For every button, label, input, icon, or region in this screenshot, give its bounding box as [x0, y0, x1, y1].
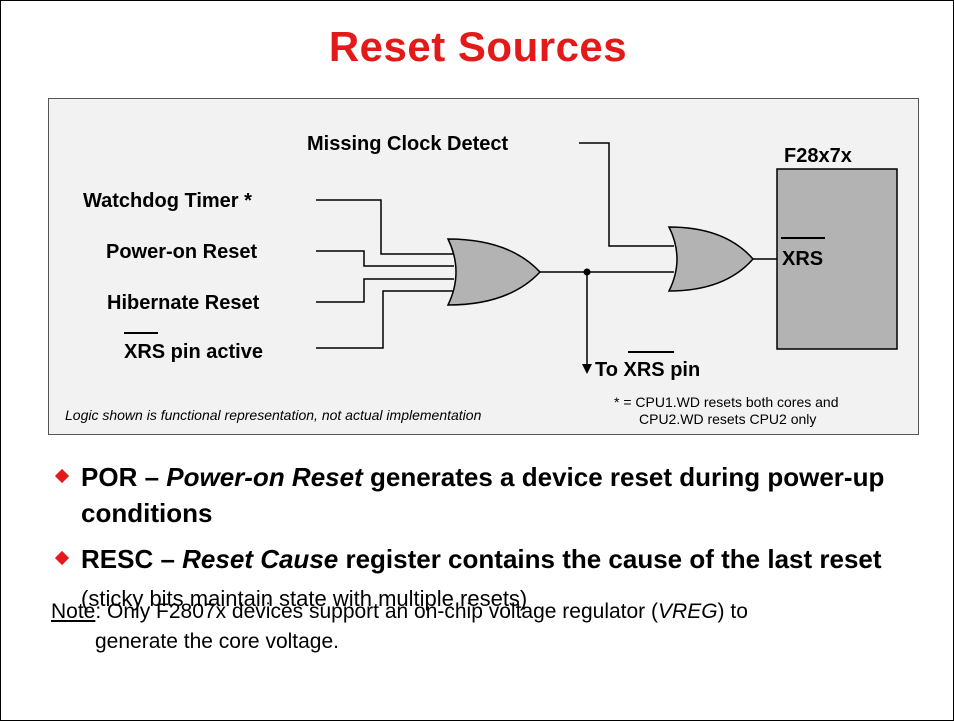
input-hibernate: Hibernate Reset: [107, 292, 260, 314]
bullet-term: Reset Cause: [182, 544, 339, 574]
device-pin-label: XRS: [782, 248, 823, 270]
reset-logic-diagram: F28x7x XRS Missing Clock Detect Watchdog…: [48, 98, 919, 435]
note-label: Note: [51, 600, 96, 623]
wire-missing-clock: [579, 142, 674, 247]
logic-note: Logic shown is functional representation…: [65, 407, 482, 423]
bullet-lead: RESC –: [81, 544, 183, 574]
diamond-bullet-icon: [54, 550, 70, 566]
bullet-lead: POR –: [81, 462, 167, 492]
arrow-down-icon: [582, 364, 592, 374]
diagram-canvas: F28x7x XRS Missing Clock Detect Watchdog…: [65, 133, 898, 427]
input-xrs-pin: XRS pin active: [124, 341, 263, 363]
bullet-por: POR – Power-on Reset generates a device …: [51, 459, 931, 531]
note-line2: generate the core voltage.: [95, 630, 340, 653]
note-text1: : Only F2807x devices support an on-chip…: [95, 600, 659, 623]
wire-xrs-pin: [316, 290, 454, 349]
output-label: To XRS pin: [595, 359, 700, 381]
input-watchdog: Watchdog Timer *: [83, 190, 252, 212]
bullet-text: register contains the cause of the last …: [338, 544, 882, 574]
input-missing-clock: Missing Clock Detect: [307, 133, 509, 155]
wire-hibernate: [316, 278, 454, 303]
bullet-extra: (sticky bits maintain state with multipl…: [81, 586, 528, 611]
diamond-bullet-icon: [54, 468, 70, 484]
device-block: [776, 168, 898, 350]
wire-power-on: [316, 250, 454, 267]
footnote-line1: * = CPU1.WD resets both cores and: [614, 394, 839, 410]
wire-watchdog: [316, 199, 454, 255]
bullet-text: generates a device reset during power-up…: [81, 462, 885, 528]
or-gate-1: [446, 238, 542, 306]
bullet-list: POR – Power-on Reset generates a device …: [51, 459, 931, 627]
bullet-resc: RESC – Reset Cause register contains the…: [51, 541, 931, 617]
or-gate-2: [667, 226, 754, 292]
note-text2: ) to: [717, 600, 748, 623]
note-italic: VREG: [658, 600, 718, 623]
slide-title: Reset Sources: [328, 23, 628, 70]
device-label: F28x7x: [784, 145, 852, 167]
footnote-line2: CPU2.WD resets CPU2 only: [639, 411, 816, 427]
note: Note: Only F2807x devices support an on-…: [51, 597, 931, 657]
input-power-on: Power-on Reset: [106, 241, 257, 263]
bullet-term: Power-on Reset: [166, 462, 363, 492]
